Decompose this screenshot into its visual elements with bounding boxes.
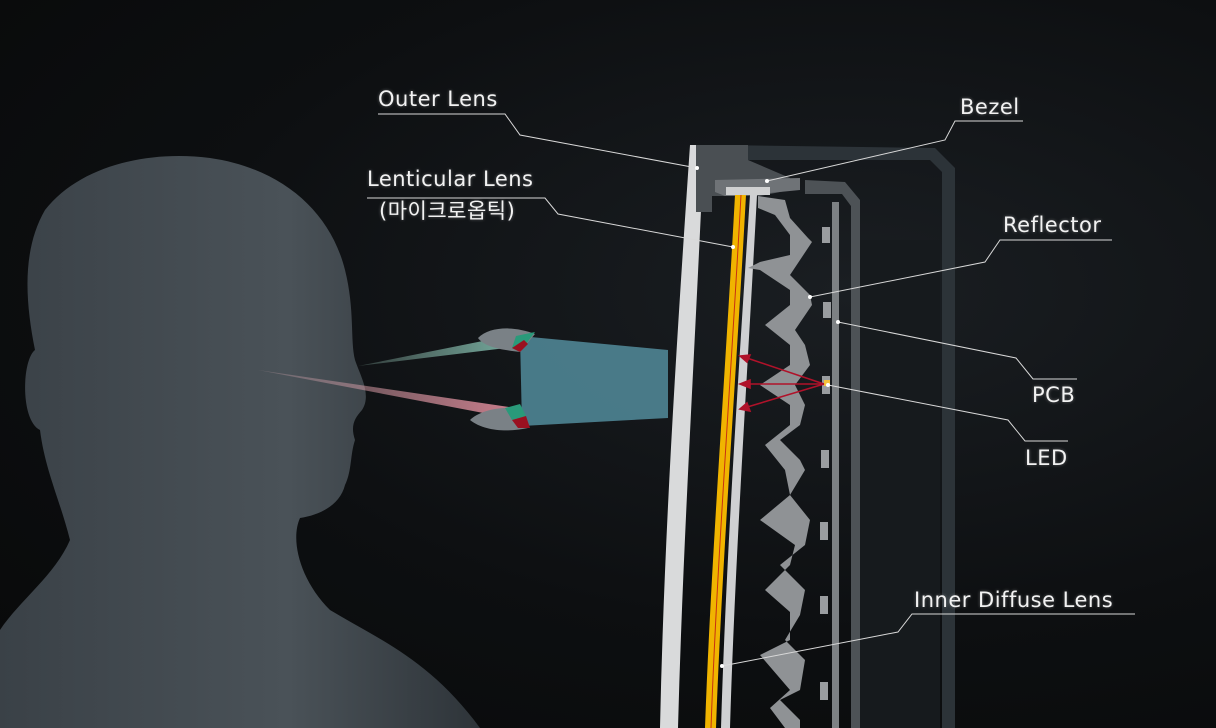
label-reflector: Reflector [1003,213,1102,237]
label-bezel: Bezel [960,95,1020,119]
lenticular-lens [705,195,746,728]
pink-light-ray [258,370,520,420]
pcb-board [832,202,839,728]
leader-lines [367,113,1135,667]
inner-diffuse-lens [721,195,757,728]
label-led: LED [1025,446,1068,470]
label-pcb: PCB [1032,383,1076,407]
bezel [696,145,790,212]
label-lenticular-lens-korean: (마이크로옵틱) [379,199,516,223]
label-inner-diffuse-lens: Inner Diffuse Lens [914,588,1114,612]
reflector [748,196,812,728]
housing-inner [805,180,860,728]
label-lenticular-lens: Lenticular Lens [367,167,534,191]
outer-lens [660,145,704,728]
human-head-figure [0,155,480,728]
led-mounts [820,227,831,700]
led-light-rays [737,354,825,413]
light-beam [520,336,668,426]
leader-dots [695,166,840,668]
green-light-ray [358,334,522,366]
led-chip [824,380,830,386]
label-outer-lens: Outer Lens [378,87,498,111]
